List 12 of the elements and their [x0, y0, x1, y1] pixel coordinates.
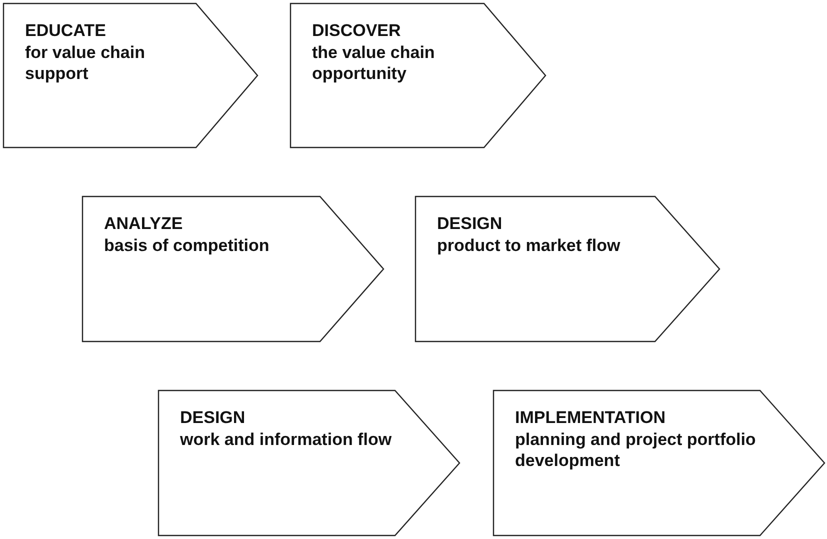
step-description: basis of competition	[104, 235, 270, 256]
step-description: the value chain opportunity	[312, 42, 436, 84]
step-description: planning and project portfolio development	[515, 429, 757, 471]
step-description: work and information flow	[180, 429, 393, 450]
step-heading: DISCOVER	[312, 20, 402, 41]
step-heading: DESIGN	[437, 213, 504, 234]
step-description: product to market flow	[437, 235, 622, 256]
step-heading: DESIGN	[180, 407, 246, 428]
step-heading: ANALYZE	[104, 213, 184, 234]
step-heading: EDUCATE	[25, 20, 107, 41]
step-heading: IMPLEMENTATION	[515, 407, 666, 428]
step-description: for value chain support	[25, 42, 146, 84]
